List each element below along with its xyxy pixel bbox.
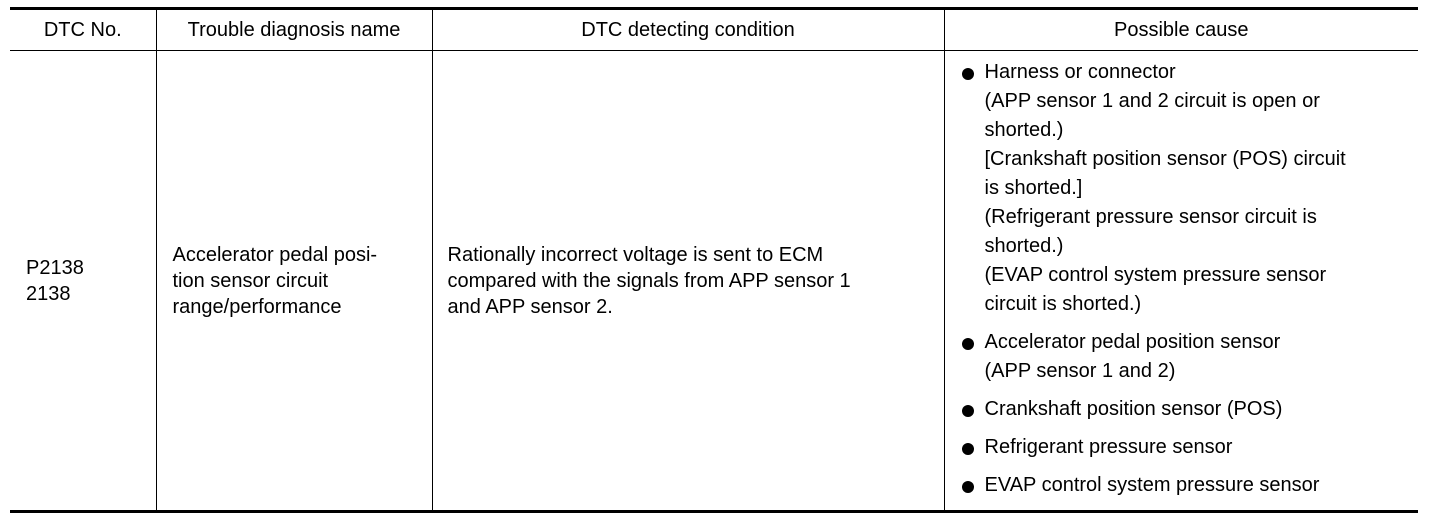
bullet-icon (961, 68, 974, 80)
header-row: DTC No. Trouble diagnosis name DTC detec… (10, 8, 1418, 51)
header-possible-cause: Possible cause (943, 8, 1418, 51)
cause-line: EVAP control system pressure sensor (984, 474, 1320, 496)
cause-line: shorted.) (984, 235, 1064, 257)
cause-line: (EVAP control system pressure sensor (984, 264, 1327, 286)
possible-cause-cell: Harness or connector (APP sensor 1 and 2… (943, 50, 1419, 512)
cause-item-app-sensor: Accelerator pedal position sensor (APP s… (961, 328, 1419, 386)
cause-line: (APP sensor 1 and 2 circuit is open or (984, 90, 1320, 112)
bullet-icon (961, 338, 974, 350)
cause-line: Crankshaft position sensor (POS) (984, 398, 1283, 420)
dtc-code: P2138 (26, 256, 84, 279)
dtc-code: 2138 (26, 282, 71, 305)
header-detecting-condition: DTC detecting condition (431, 8, 945, 51)
detecting-condition-line: compared with the signals from APP senso… (447, 269, 851, 292)
detecting-condition-line: Rationally incorrect voltage is sent to … (447, 243, 824, 266)
cause-line: circuit is shorted.) (984, 293, 1142, 315)
table-header: DTC No. Trouble diagnosis name DTC detec… (10, 8, 1418, 51)
bullet-icon (961, 481, 974, 493)
cause-line: Harness or connector (984, 61, 1176, 83)
possible-cause-list: Harness or connector (APP sensor 1 and 2… (961, 58, 1419, 500)
cause-item-evap-sensor: EVAP control system pressure sensor (961, 471, 1419, 500)
table-row: P2138 2138 Accelerator pedal posi- tion … (10, 50, 1419, 512)
cause-line: is shorted.] (984, 177, 1083, 199)
cause-line: Accelerator pedal position sensor (984, 331, 1281, 353)
diagnosis-name-line: tion sensor circuit (172, 269, 329, 292)
cause-item-refrigerant-sensor: Refrigerant pressure sensor (961, 433, 1419, 462)
cause-item-crankshaft-sensor: Crankshaft position sensor (POS) (961, 395, 1419, 424)
dtc-no-cell: P2138 2138 (10, 50, 157, 512)
cause-item-harness: Harness or connector (APP sensor 1 and 2… (961, 58, 1419, 319)
detecting-condition-cell: Rationally incorrect voltage is sent to … (431, 50, 945, 512)
bullet-icon (961, 443, 974, 455)
header-dtc-no: DTC No. (10, 8, 157, 51)
header-diagnosis-name: Trouble diagnosis name (155, 8, 433, 51)
cause-line: (APP sensor 1 and 2) (984, 360, 1176, 382)
cause-line: [Crankshaft position sensor (POS) circui… (984, 148, 1346, 170)
cause-line: (Refrigerant pressure sensor circuit is (984, 206, 1317, 228)
dtc-table: DTC No. Trouble diagnosis name DTC detec… (10, 7, 1418, 513)
cause-line: Refrigerant pressure sensor (984, 436, 1233, 458)
detecting-condition-line: and APP sensor 2. (447, 295, 613, 318)
diagnosis-name-cell: Accelerator pedal posi- tion sensor circ… (155, 50, 433, 512)
diagnosis-name-line: Accelerator pedal posi- (172, 243, 378, 266)
cause-line: shorted.) (984, 119, 1064, 141)
diagnosis-name-line: range/performance (172, 295, 342, 318)
bullet-icon (961, 405, 974, 417)
